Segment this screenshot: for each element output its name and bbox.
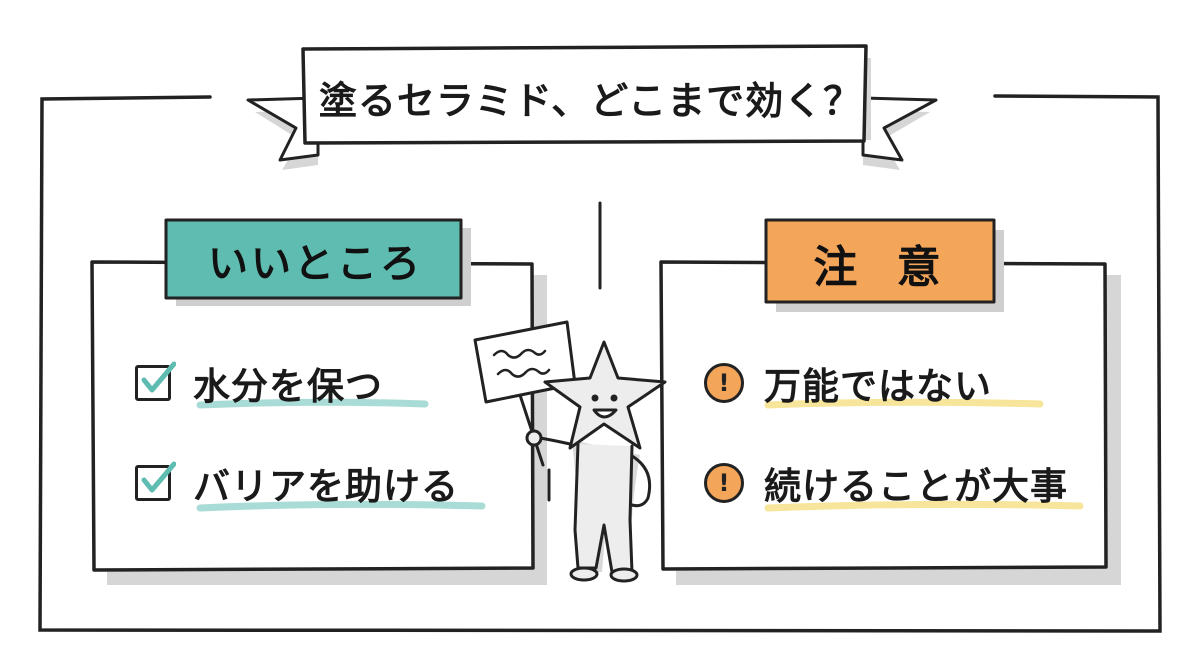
star-character-icon bbox=[473, 320, 667, 583]
caution-item-text: 続けることが大事 bbox=[764, 465, 1068, 508]
caution-item-text: 万能ではない bbox=[764, 365, 992, 408]
checkbox-checked-icon bbox=[135, 361, 176, 401]
caution-item: ! 続けることが大事 bbox=[704, 458, 1068, 508]
good-heading-tag bbox=[164, 218, 471, 306]
caution-heading: 注 意 bbox=[813, 242, 953, 293]
checkbox-checked-icon bbox=[135, 461, 176, 501]
item-underlines bbox=[196, 398, 1084, 512]
good-item: バリアを助ける bbox=[135, 458, 459, 508]
page-title: 塗るセラミド、どこまで効く？ bbox=[318, 78, 863, 123]
exclamation-icon: ! bbox=[704, 463, 744, 503]
center-divider bbox=[547, 201, 602, 502]
caution-item: ! 万能ではない bbox=[704, 358, 992, 408]
good-panel bbox=[90, 260, 547, 585]
caution-heading-tag bbox=[764, 218, 1004, 312]
good-heading: いいところ bbox=[208, 241, 423, 287]
good-item-text: バリアを助ける bbox=[193, 465, 459, 508]
good-item-text: 水分を保つ bbox=[193, 365, 383, 408]
good-item: 水分を保つ bbox=[135, 358, 383, 408]
outer-frame bbox=[38, 94, 1162, 633]
title-ribbon bbox=[246, 44, 938, 170]
caution-panel bbox=[659, 260, 1121, 585]
exclamation-icon: ! bbox=[704, 363, 744, 403]
